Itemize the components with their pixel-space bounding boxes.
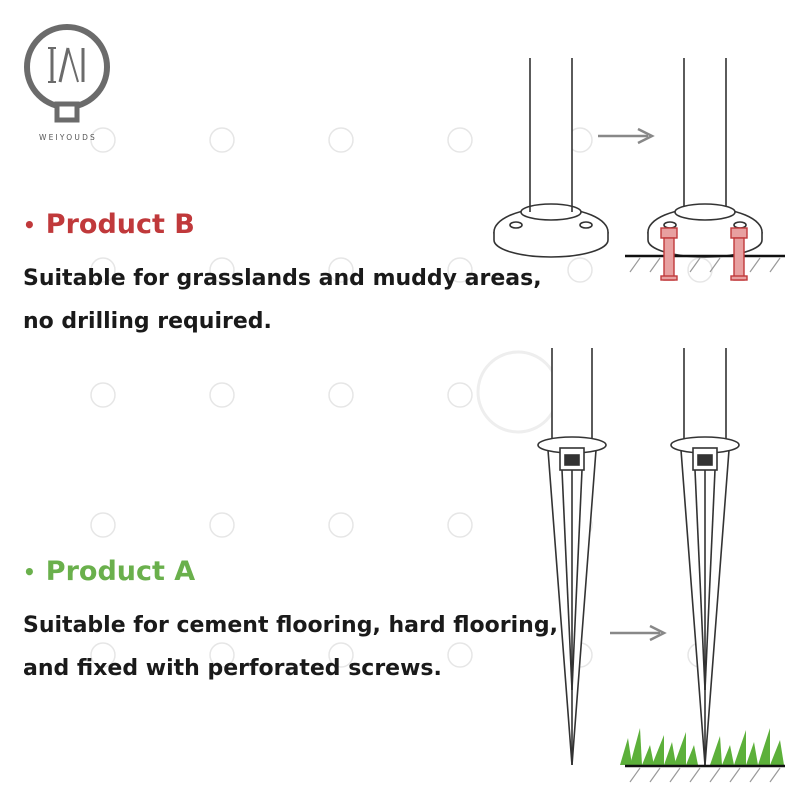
product-b-desc-line2: no drilling required. <box>23 309 272 334</box>
product-b-bullet: • <box>23 212 36 237</box>
product-b-title: Product B <box>45 209 195 240</box>
base-plate-pole-illustration <box>493 58 609 258</box>
brand-name: WEIYOUDS <box>38 133 98 142</box>
product-a-bullet: • <box>23 559 36 584</box>
weiyouds-logo <box>24 24 110 123</box>
product-a-description: Suitable for cement flooring, hard floor… <box>23 604 558 690</box>
ground-spike-pole-illustration <box>537 348 607 766</box>
product-b-desc-line1: Suitable for grasslands and muddy areas, <box>23 266 542 291</box>
grass-icon <box>620 728 784 765</box>
ground-spike-pole-inserted <box>670 348 740 766</box>
product-a-title: Product A <box>45 556 196 587</box>
base-plate-pole-mounted <box>647 58 763 258</box>
product-b-heading: • Product B <box>23 209 195 240</box>
arrow-right-icon <box>598 127 655 145</box>
product-b-description: Suitable for grasslands and muddy areas,… <box>23 257 542 343</box>
screw-anchor-icon <box>660 227 748 281</box>
product-a-desc-line2: and fixed with perforated screws. <box>23 656 442 681</box>
product-a-heading: • Product A <box>23 556 195 587</box>
product-a-desc-line1: Suitable for cement flooring, hard floor… <box>23 613 558 638</box>
